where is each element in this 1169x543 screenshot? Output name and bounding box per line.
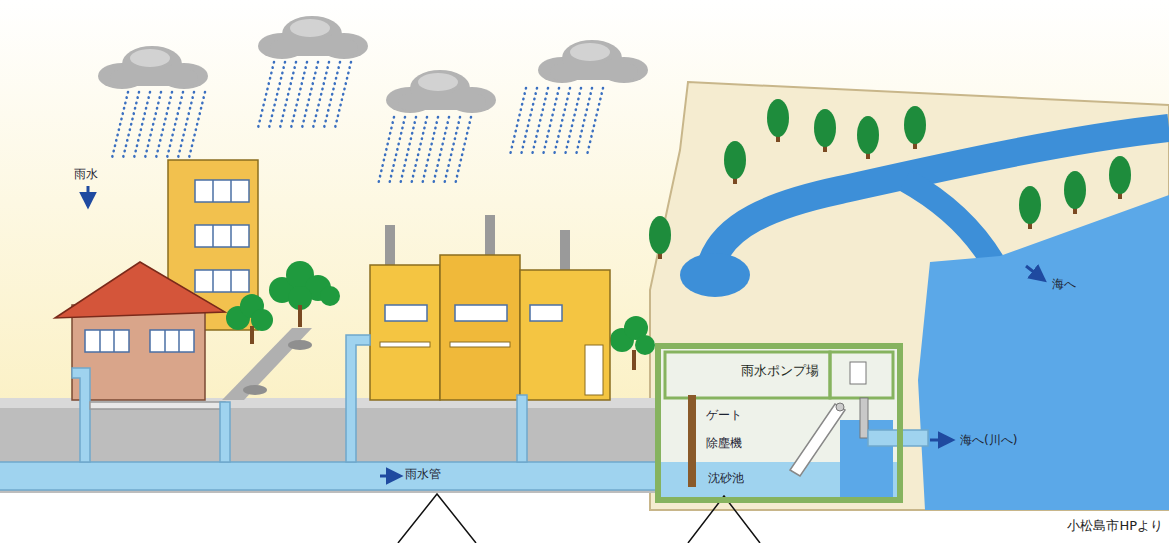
- pipe-label: 雨水管: [405, 467, 441, 481]
- sea-label: 海へ: [1052, 277, 1076, 291]
- screen-label: 除塵機: [706, 436, 742, 450]
- outlet-label: 海へ(川へ): [960, 433, 1017, 447]
- rain-label: 雨水: [74, 167, 98, 181]
- gate-label: ゲート: [706, 408, 742, 422]
- node-title: 雨水ポンプ場: [741, 363, 819, 379]
- source-caption: 小松島市HPより: [1067, 518, 1163, 534]
- grit-chamber-label: 沈砂池: [708, 471, 744, 485]
- pump-station: 雨水ポンプ場: [655, 343, 903, 503]
